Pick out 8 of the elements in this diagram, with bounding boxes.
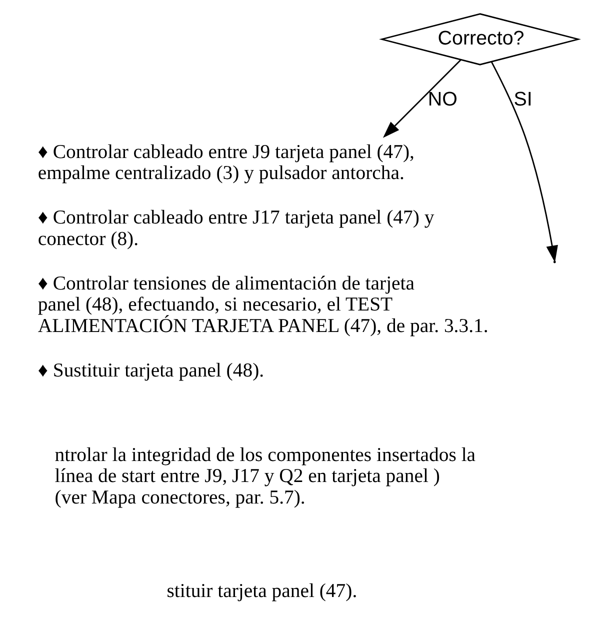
arrow (382, 59, 462, 138)
edge-label: SI (514, 88, 532, 111)
label: stituir tarjeta panel (47). (166, 580, 358, 602)
edge-label: NO (428, 88, 458, 111)
label: ntrolar la integridad de los componentes insertados la línea de start entre J9, J17 y Q2 en tarjeta panel ) (ver Mapa conectores, par. 5.7). (54, 444, 476, 508)
node-diamond: Correcto? (379, 13, 581, 66)
arrow (490, 61, 558, 262)
node-text: ♦ Controlar cableado entre J9 tarjeta panel (47), empalme centralizado (3) y pulsador antorcha. ♦ Controlar cableado entre J17 tarjeta panel (47) y conector (8). ♦ Controlar tensiones de alimentación de tarjeta panel (48), efectuando, si necesario, el TEST ALIMENTACIÓN TARJETA PANEL (47), de par. 3.3.1. ♦ Sustituir tarjeta panel (48). (38, 140, 488, 382)
